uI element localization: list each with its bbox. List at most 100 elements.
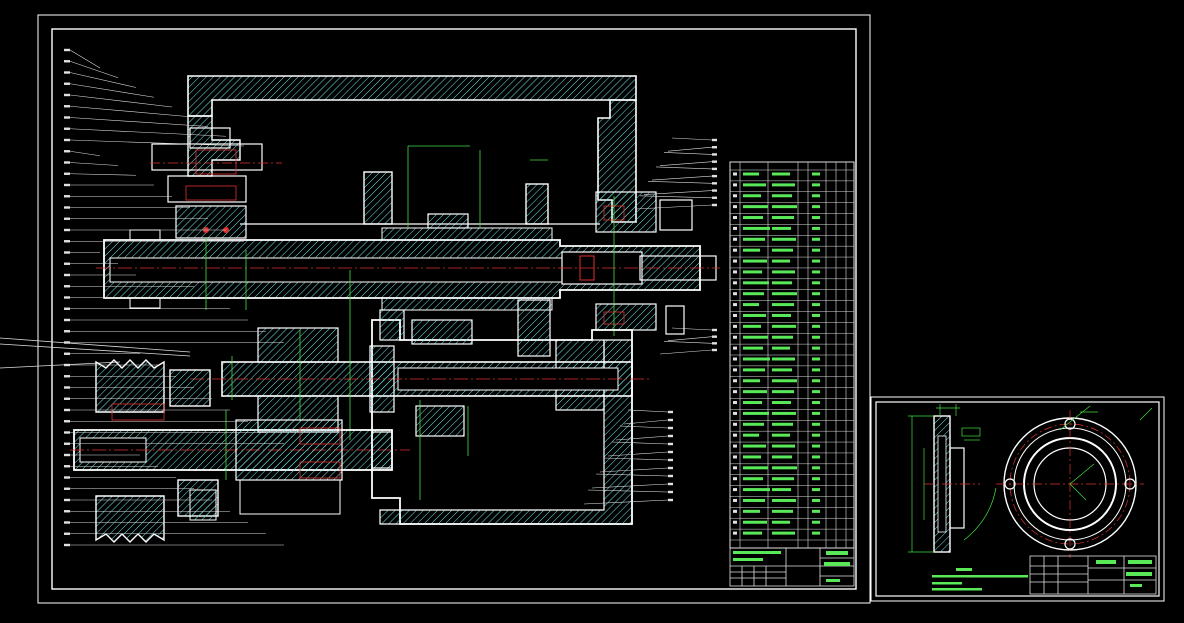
bom-cell-mark <box>743 509 760 513</box>
callout-tick <box>64 465 70 468</box>
callout-tick <box>64 442 70 445</box>
callout-tick <box>712 342 717 345</box>
bom-cell-mark <box>812 422 820 426</box>
bom-cell-mark <box>743 259 767 263</box>
callout-tick <box>64 296 70 299</box>
leader-line <box>69 150 101 157</box>
callout-tick <box>64 48 70 52</box>
bom-index-mark <box>733 183 737 187</box>
callout-tick <box>64 420 70 423</box>
bom-cell-mark <box>772 455 792 459</box>
bom-cell-mark <box>772 281 792 285</box>
bom-index-mark <box>733 226 737 230</box>
bom-cell-mark <box>743 466 768 470</box>
bom-cell-mark <box>772 292 797 296</box>
bom-index-mark <box>733 248 737 252</box>
leader-line <box>583 499 669 505</box>
bom-cell-mark <box>743 183 766 187</box>
callout-tick <box>64 352 70 355</box>
bom-cell-mark <box>772 520 790 524</box>
leader-line <box>643 190 713 195</box>
bom-index-mark <box>733 379 737 383</box>
callout-tick <box>712 335 717 338</box>
detail-title-block <box>1029 555 1157 595</box>
bom-cell-mark <box>812 346 820 350</box>
bom-cell-mark <box>743 205 768 209</box>
leader-line <box>69 162 119 166</box>
leader-line <box>671 137 713 141</box>
intermediate-shaft <box>190 270 650 440</box>
leader-line <box>603 457 669 461</box>
callout-tick <box>64 195 70 198</box>
bom-cell-mark <box>812 411 820 415</box>
callout-tick <box>712 196 717 199</box>
callout-tick <box>712 160 717 163</box>
bom-cell-mark <box>772 411 796 415</box>
bom-cell-mark <box>743 444 766 448</box>
leader-line <box>667 146 713 152</box>
housing-top-wall <box>187 75 637 117</box>
lower-housing-lug <box>411 319 473 345</box>
leader-line <box>635 204 713 210</box>
main-sheet <box>37 14 871 604</box>
leader-line <box>623 419 669 425</box>
callout-tick <box>64 532 70 535</box>
bom-cell-mark <box>772 466 797 470</box>
callout-tick <box>712 348 717 352</box>
bom-cell-mark <box>743 401 762 405</box>
bom-cell-mark <box>812 520 820 524</box>
leader-line <box>69 105 191 118</box>
leader-line <box>587 489 669 493</box>
assembly-drawing <box>64 48 720 547</box>
callout-tick <box>668 426 673 430</box>
detail-part <box>908 404 1157 595</box>
callout-tick <box>64 543 70 547</box>
leader-line <box>69 94 173 108</box>
lower-housing-lug-2 <box>415 405 465 437</box>
bom-cell-mark <box>743 303 759 307</box>
callout-tick <box>64 273 70 277</box>
callout-tick <box>64 521 70 524</box>
bom-cell-mark <box>743 390 767 394</box>
bom-cell-mark <box>743 281 769 285</box>
bom-cell-mark <box>743 433 759 437</box>
callout-tick <box>668 418 673 422</box>
bom-index-mark <box>733 346 737 350</box>
bom-cell-mark <box>812 357 820 361</box>
bom-cell-mark <box>743 477 763 481</box>
main-spindle <box>96 227 720 311</box>
bom-index-mark <box>733 531 737 535</box>
bom-cell-mark <box>743 488 770 492</box>
leader-line <box>663 341 713 344</box>
bom-cell-mark <box>772 444 795 448</box>
spindle-bore <box>109 257 563 283</box>
callout-tick <box>668 458 673 462</box>
bom-cell-mark <box>812 226 820 230</box>
callout-tick <box>668 442 673 446</box>
upper-left-bearing-group <box>150 127 282 239</box>
bom-index-mark <box>733 520 737 524</box>
bom-cell-mark <box>743 324 761 328</box>
callout-tick <box>64 82 70 85</box>
bom-cell-mark <box>772 390 794 394</box>
bom-cell-mark <box>772 324 796 328</box>
callout-tick <box>64 307 70 310</box>
leader-line <box>619 425 669 429</box>
bom-cell-mark <box>772 248 793 252</box>
callout-tick <box>64 285 70 288</box>
leader-line <box>651 175 713 181</box>
bom-cell-mark <box>772 259 790 263</box>
bom-cell-mark <box>772 401 791 405</box>
bom-cell-mark <box>812 313 820 317</box>
input-shaft <box>70 410 410 521</box>
bom-cell-mark <box>812 259 820 263</box>
bom-cell-mark <box>743 313 766 317</box>
lower-housing-wall <box>379 339 633 525</box>
leader-line <box>659 349 713 355</box>
bom-cell-mark <box>743 248 760 252</box>
bom-cell-mark <box>772 226 791 230</box>
bom-cell-mark <box>812 281 820 285</box>
bom-index-mark <box>733 455 737 459</box>
main-title-block-marks <box>733 551 850 582</box>
leader-line <box>69 128 227 137</box>
